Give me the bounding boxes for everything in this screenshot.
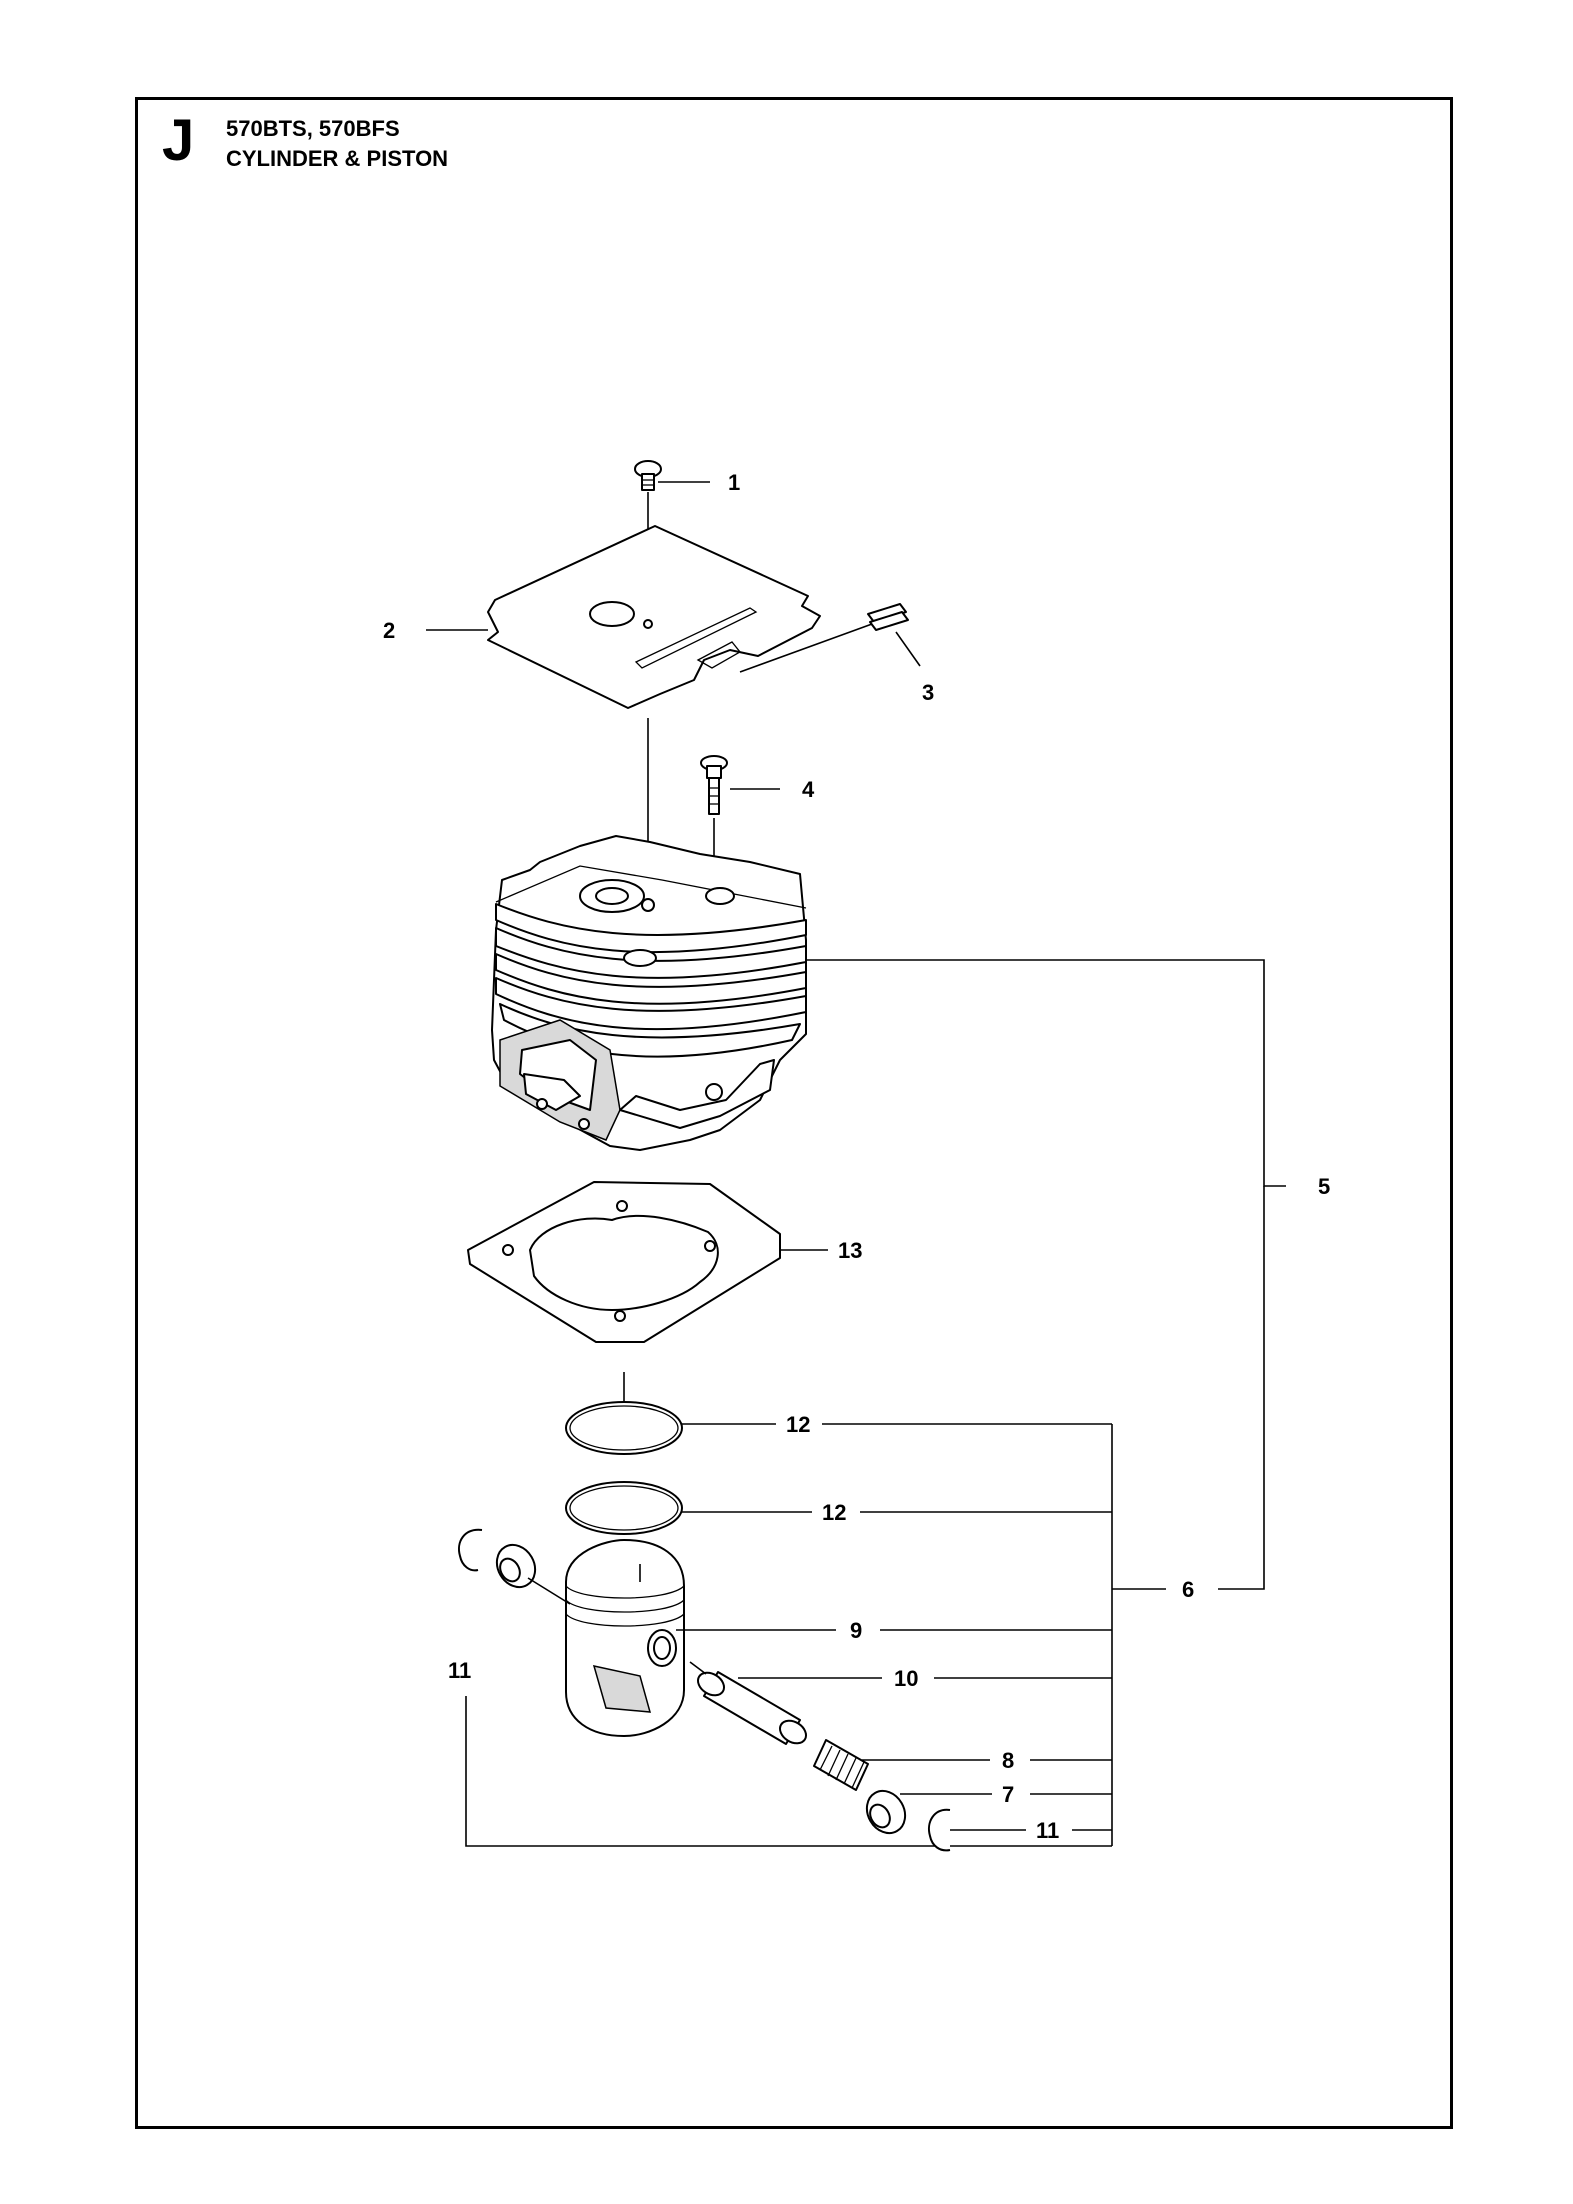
callout-1: 1 [728,470,740,495]
part-circlip-right [928,1808,951,1852]
callout-12-upper: 12 [786,1412,810,1437]
part-gasket [467,1181,781,1343]
axis-pin-left [527,1577,571,1605]
part-needle-bearing [813,1739,869,1791]
callout-9: 9 [850,1618,862,1643]
part-washer-left [495,1543,537,1589]
callout-7: 7 [1002,1782,1014,1807]
part-piston-ring-lower [565,1481,683,1535]
part-screw-small [634,460,662,491]
callout-8: 8 [1002,1748,1014,1773]
axis-pin [689,1661,707,1675]
model-numbers: 570BTS, 570BFS [226,116,400,141]
callout-2: 2 [383,618,395,643]
connector-3 [739,623,873,673]
callout-10: 10 [894,1666,918,1691]
callout-4: 4 [802,777,815,802]
callout-11-left: 11 [448,1658,471,1683]
leader-3 [895,631,921,667]
callout-13: 13 [838,1238,862,1263]
part-cylinder [491,835,807,1151]
leader-5-to-6 [1218,1186,1265,1590]
part-clip [867,603,909,631]
callout-12-lower: 12 [822,1500,846,1525]
callout-3: 3 [922,680,934,705]
part-bolt [700,755,728,815]
section-letter: J [162,108,195,173]
callout-11-right: 11 [1036,1818,1059,1843]
leader-5 [806,959,1286,1187]
leader-11-left [465,1696,1112,1847]
page-frame [135,97,1453,2129]
part-piston [565,1539,685,1737]
diagram-title: CYLINDER & PISTON [226,146,449,171]
part-circlip-left [458,1528,483,1572]
part-piston-ring-upper [565,1401,683,1455]
part-cover-plate [487,525,821,709]
callout-5: 5 [1318,1174,1330,1199]
part-piston-pin [696,1671,808,1745]
callout-6: 6 [1182,1577,1194,1602]
part-washer-right [865,1789,907,1835]
